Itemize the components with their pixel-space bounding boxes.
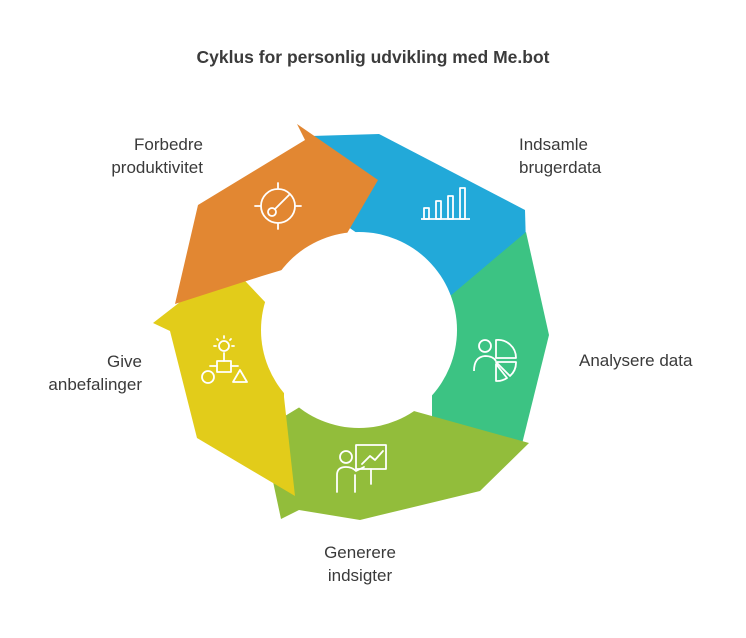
lightbulb-flow-icon (201, 335, 248, 384)
gauge-icon (254, 182, 302, 230)
label-give-anbefalinger: Give anbefalinger (20, 350, 142, 396)
label-generere-indsigter: Generere indsigter (300, 541, 420, 587)
label-line: Analysere data (579, 351, 693, 370)
label-line: Indsamle (519, 135, 588, 154)
segment-forbedre-produktivitet (175, 124, 378, 304)
cycle-center (261, 232, 457, 428)
label-line: indsigter (327, 566, 393, 585)
label-analysere-data: Analysere data (579, 349, 692, 372)
bar-chart-icon (421, 187, 470, 220)
pie-analysis-icon (473, 339, 517, 382)
label-indsamle-brugerdata: Indsamle brugerdata (519, 133, 601, 179)
label-line: Generere (324, 543, 396, 562)
presentation-icon (336, 444, 387, 493)
label-line: produktivitet (111, 158, 203, 177)
label-line: Give (107, 352, 142, 371)
diagram-title: Cyklus for personlig udvikling med Me.bo… (196, 47, 550, 67)
label-line: anbefalinger (48, 375, 142, 394)
label-line: Forbedre (134, 135, 203, 154)
label-line: brugerdata (519, 158, 602, 177)
segment-give-anbefalinger (153, 264, 295, 496)
segment-analysere-data (432, 232, 549, 451)
label-forbedre-produktivitet: Forbedre produktivitet (70, 133, 203, 179)
